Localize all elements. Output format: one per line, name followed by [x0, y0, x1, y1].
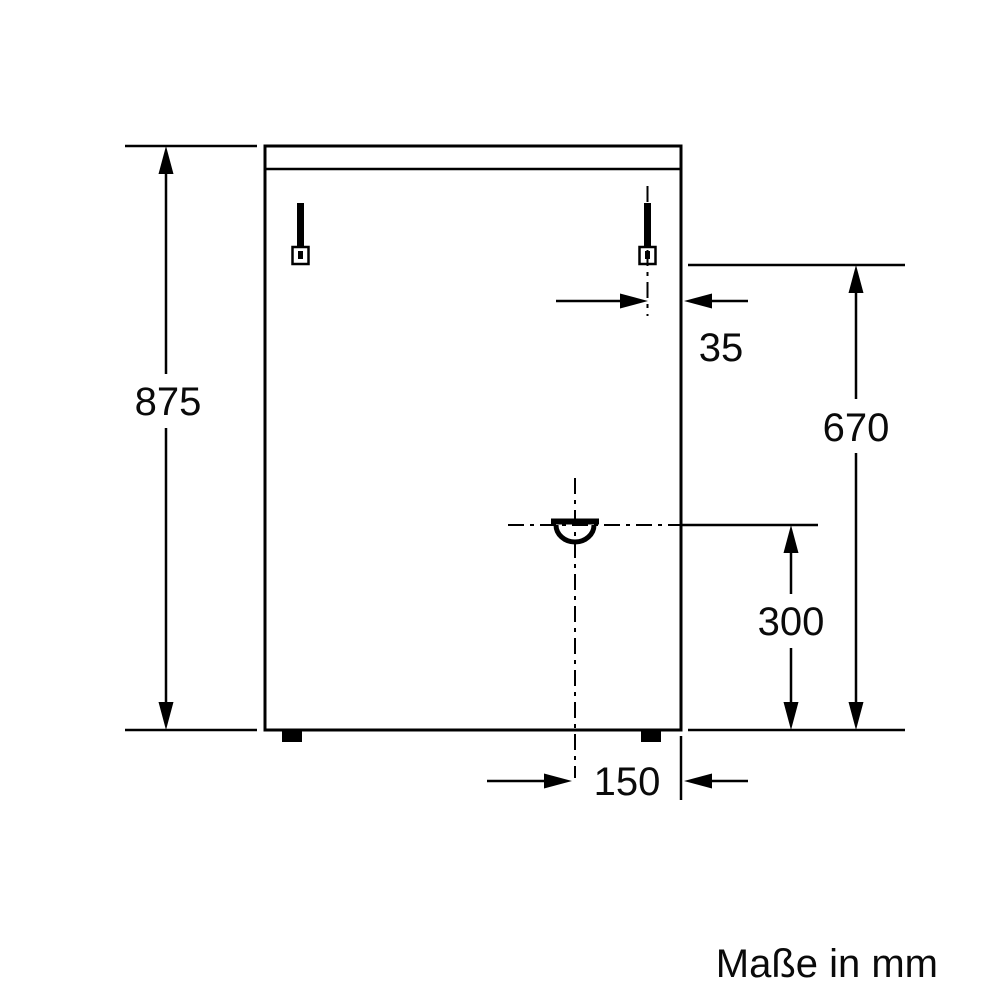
right-foot: [641, 730, 661, 742]
hose-symbol-hook: [553, 524, 597, 545]
arrowhead-down-icon: [783, 702, 799, 730]
left-connection-pin: [298, 251, 303, 259]
left-connection-symbol: [291, 203, 310, 266]
hose-connection-symbol: [508, 478, 681, 778]
left-connection-socket: [291, 245, 310, 266]
left-foot: [282, 730, 302, 742]
right-connection-socket: [638, 245, 657, 266]
arrowhead-left-icon: [684, 293, 712, 309]
appliance-body-rect: [263, 144, 683, 732]
right-connection-symbol: [638, 186, 657, 316]
dimension-hose-height: 300: [681, 523, 825, 730]
dim-label-35: 35: [699, 326, 744, 370]
units-caption: Maße in mm: [716, 942, 938, 986]
dim-label-150: 150: [594, 760, 661, 804]
left-connection-rod: [297, 203, 304, 247]
dim-label-300: 300: [758, 600, 825, 644]
right-connection-rod: [644, 203, 651, 247]
dimension-hose-offset: 150: [487, 736, 748, 804]
arrowhead-down-icon: [158, 702, 174, 730]
dim-label-670: 670: [823, 406, 890, 450]
dimension-connection-offset: 35: [556, 293, 748, 370]
arrowhead-right-icon: [544, 773, 572, 789]
dimension-connection-height: 670: [688, 263, 905, 732]
arrowhead-up-icon: [783, 525, 799, 553]
arrowhead-down-icon: [848, 702, 864, 730]
dimension-overall-height: 875: [125, 144, 257, 732]
arrowhead-left-icon: [684, 773, 712, 789]
arrowhead-up-icon: [848, 265, 864, 293]
arrowhead-up-icon: [158, 146, 174, 174]
arrowhead-right-icon: [620, 293, 648, 309]
dim-label-875: 875: [135, 380, 202, 424]
appliance-outline: [263, 144, 683, 742]
right-connection-pin: [645, 251, 650, 259]
